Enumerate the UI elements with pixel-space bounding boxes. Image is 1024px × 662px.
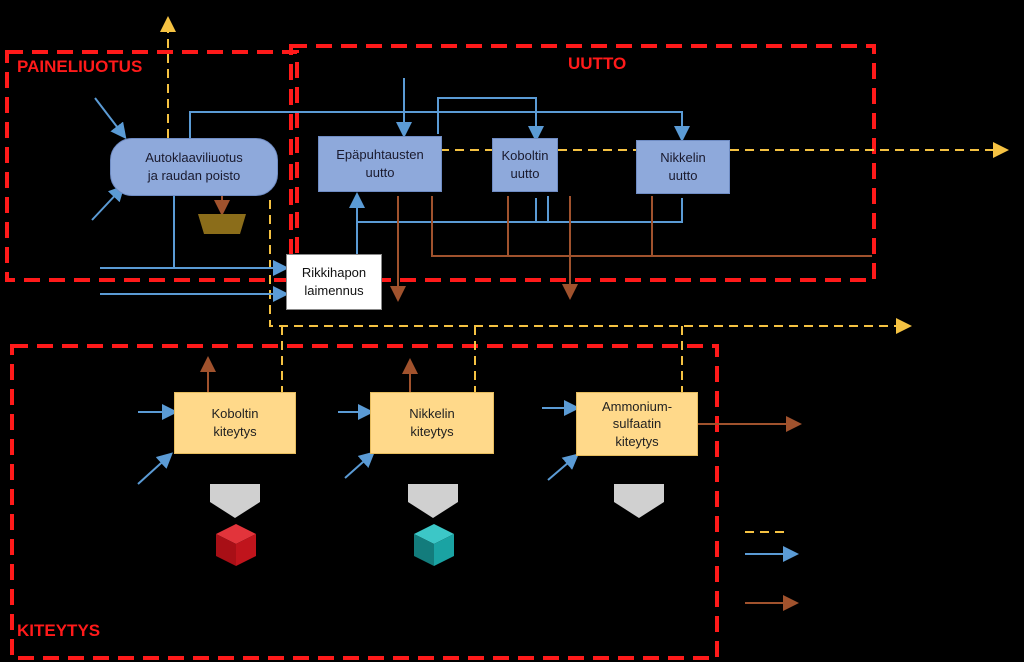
region-kiteytys-border (10, 344, 719, 660)
region-label-paineliuotus: PAINELIUOTUS (17, 57, 143, 76)
acid-dilution-unit: Rikkihapon laimennus (286, 254, 382, 310)
cobalt-crystallization-unit: Koboltin kiteytys (174, 392, 296, 454)
autoclave-leaching-unit: Autoklaaviliuotus ja raudan poisto (110, 138, 278, 196)
nickel-product-box-icon (414, 524, 454, 566)
gas-lines (160, 16, 1005, 533)
nickel-crystallization-unit: Nikkelin kiteytys (370, 392, 494, 454)
hopper-icon (408, 484, 458, 518)
product-lines (200, 196, 872, 611)
cobalt-product-box-icon (216, 524, 256, 566)
region-label-uutto: UUTTO (568, 54, 627, 73)
nickel-extraction-unit: Nikkelin uutto (636, 140, 730, 194)
hopper-icon (210, 484, 260, 518)
residue-icon (198, 214, 246, 234)
cobalt-extraction-unit: Koboltin uutto (492, 138, 558, 192)
region-uutto-border (289, 44, 876, 282)
region-paineliuotus-border (5, 50, 299, 282)
liquid-lines (91, 78, 799, 562)
region-label-kiteytys: KITEYTYS (17, 621, 101, 640)
impurity-extraction-unit: Epäpuhtausten uutto (318, 136, 442, 192)
hopper-icon (614, 484, 664, 518)
ammonium-sulfate-crystallization-unit: Ammonium- sulfaatin kiteytys (576, 392, 698, 456)
